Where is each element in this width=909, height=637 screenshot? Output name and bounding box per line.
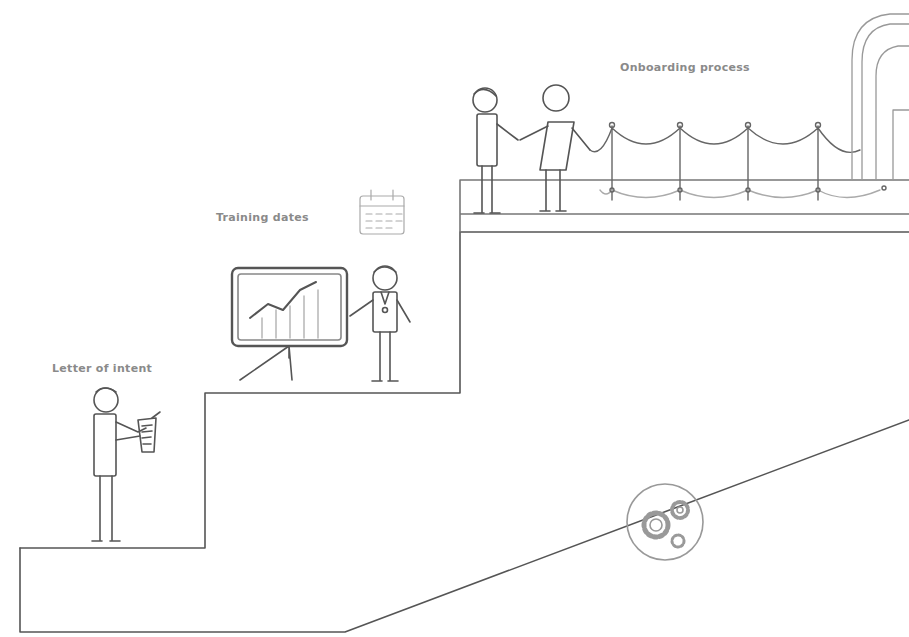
calendar-icon (360, 190, 404, 234)
gear-symbol (677, 507, 683, 513)
step-label: Training dates (216, 211, 309, 224)
staircase-outline (20, 232, 909, 548)
presentation-board (232, 268, 347, 380)
letter-document (138, 412, 160, 452)
person-figure (350, 266, 410, 381)
gear-symbol (672, 535, 684, 547)
gear-symbol (644, 513, 668, 537)
person-figure (520, 85, 590, 211)
gear-symbol (672, 502, 688, 518)
doorway-arch (852, 14, 909, 180)
platform-band (460, 180, 909, 232)
rope-barrier (590, 123, 886, 201)
step-label: Letter of intent (52, 362, 152, 375)
gear-circle (627, 484, 703, 560)
step-label: Onboarding process (620, 61, 750, 74)
person-figure (92, 388, 146, 541)
gear-symbol (650, 519, 662, 531)
person-figure (473, 88, 518, 213)
